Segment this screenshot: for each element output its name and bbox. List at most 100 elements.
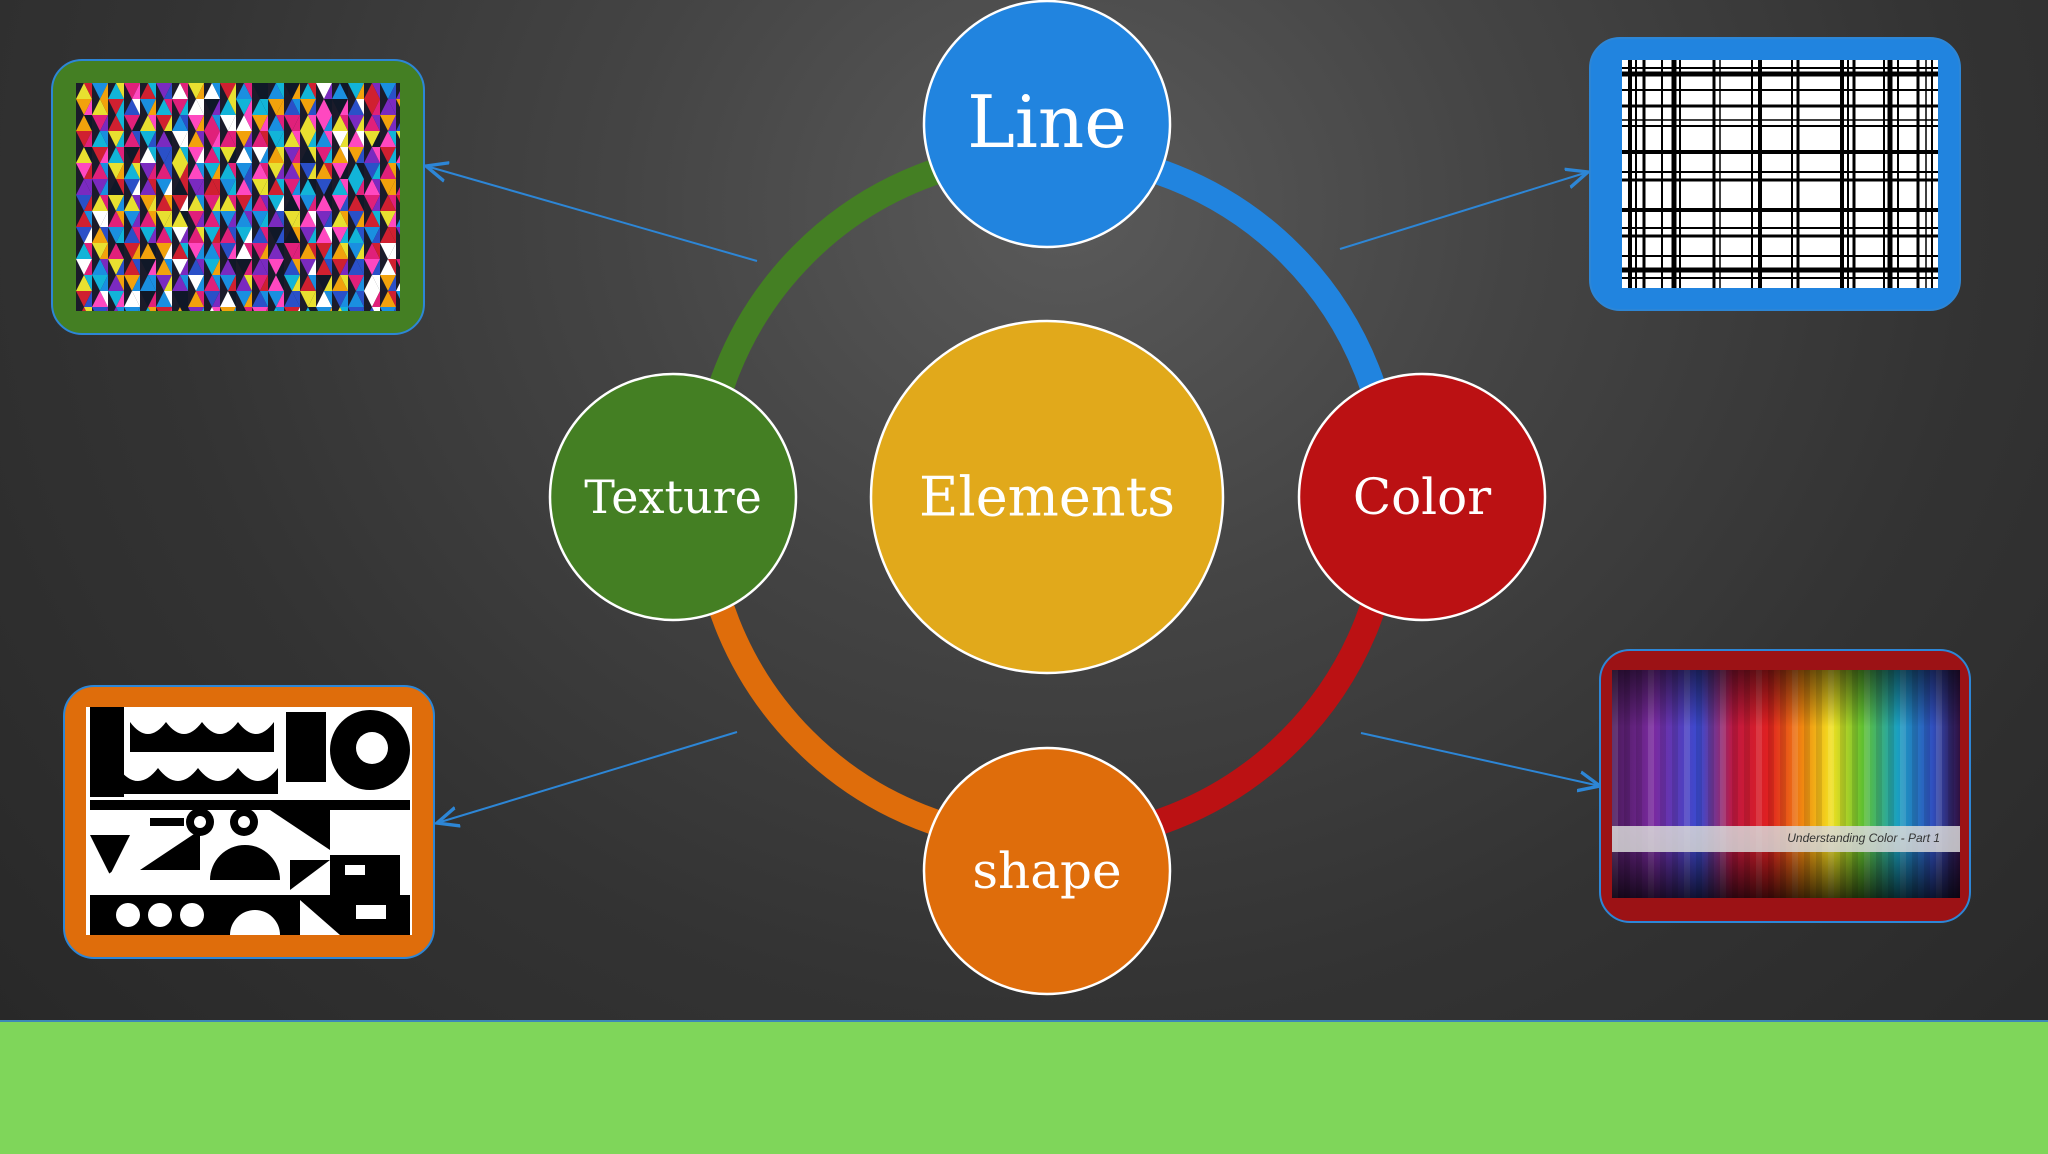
mosaic-tile — [348, 275, 364, 291]
mosaic-tile — [236, 115, 252, 131]
mosaic-tile — [396, 219, 400, 227]
mosaic-tile — [212, 227, 220, 243]
mosaic-tile — [188, 115, 204, 131]
mosaic-tile — [132, 243, 140, 259]
mosaic-tile — [180, 227, 188, 243]
mosaic-tile — [396, 91, 400, 99]
mosaic-tile — [380, 227, 396, 243]
mosaic-tile — [252, 195, 268, 211]
mosaic-tile — [76, 243, 92, 259]
mosaic-tile — [300, 147, 316, 163]
mosaic-tile — [388, 211, 396, 227]
mosaic-tile — [340, 291, 348, 307]
mosaic-tile — [268, 83, 284, 99]
mosaic-tile — [348, 259, 364, 275]
mosaic-tile — [132, 259, 140, 275]
mosaic-tile — [380, 147, 396, 163]
mosaic-tile — [260, 179, 268, 195]
mosaic-tile — [364, 227, 380, 243]
mosaic-tile — [316, 227, 332, 243]
mosaic-tile — [292, 83, 300, 99]
footer-band — [0, 1020, 2048, 1154]
mosaic-tile — [300, 163, 316, 179]
mosaic-tile — [212, 179, 220, 195]
mosaic-tile — [308, 243, 316, 259]
center-node: Elements — [869, 319, 1225, 675]
mosaic-tile — [188, 179, 204, 195]
mosaic-tile — [228, 131, 236, 147]
mosaic-tile — [164, 131, 172, 147]
mosaic-tile — [164, 243, 172, 259]
mosaic-tile — [380, 307, 396, 311]
mosaic-tile — [148, 291, 156, 307]
mosaic-tile — [212, 83, 220, 99]
mosaic-tile — [188, 243, 204, 259]
mosaic-tile — [324, 227, 332, 243]
mosaic-tile — [252, 275, 268, 291]
mosaic-tile — [236, 131, 252, 147]
mosaic-tile — [234, 307, 236, 311]
mosaic-tile — [148, 211, 156, 227]
mosaic-tile — [210, 307, 214, 311]
mosaic-tile — [316, 243, 332, 259]
mosaic-tile — [372, 227, 380, 243]
mosaic-tile — [244, 163, 252, 179]
mosaic-tile — [380, 99, 396, 115]
mosaic-tile — [340, 115, 348, 131]
mosaic-tile — [364, 291, 380, 307]
mosaic-tile — [92, 147, 108, 163]
mosaic-tile — [300, 227, 316, 243]
connector-color — [1360, 732, 1600, 786]
mosaic-tile — [276, 307, 284, 311]
mosaic-tile — [236, 195, 252, 211]
mosaic-tile — [84, 131, 92, 147]
mosaic-tile — [396, 195, 400, 203]
mosaic-tile — [394, 307, 396, 311]
mosaic-tile — [196, 115, 204, 131]
mosaic-tile — [228, 227, 236, 243]
mosaic-tile — [132, 179, 140, 195]
mosaic-tile — [388, 291, 396, 307]
mosaic-tile — [244, 227, 252, 243]
mosaic-tile — [348, 147, 364, 163]
mosaic-tile — [388, 131, 396, 147]
mosaic-tile — [252, 115, 268, 131]
mosaic-tile — [388, 115, 396, 131]
mosaic-tile — [252, 211, 268, 227]
mosaic-tile — [148, 131, 156, 147]
mosaic-tile — [340, 163, 348, 179]
mosaic-tile — [356, 83, 364, 99]
mosaic-tile — [76, 195, 92, 211]
mosaic-tile — [124, 227, 140, 243]
mosaic-tile — [100, 275, 108, 291]
mosaic-tile — [284, 83, 300, 99]
mosaic-tile — [196, 163, 204, 179]
mosaic-tile — [156, 259, 172, 275]
mosaic-tile — [140, 99, 156, 115]
mosaic-tile — [236, 227, 252, 243]
mosaic-tile — [204, 291, 220, 307]
mosaic-tile — [300, 195, 316, 211]
mosaic-tile — [372, 307, 380, 311]
mosaic-tile — [284, 179, 300, 195]
mosaic-tile — [124, 99, 140, 115]
mosaic-tile — [228, 115, 236, 131]
mosaic-tile — [340, 259, 348, 275]
mosaic-tile — [276, 179, 284, 195]
mosaic-tile — [84, 115, 92, 131]
mosaic-tile — [188, 275, 204, 291]
mosaic-tile — [172, 131, 188, 147]
mosaic-tile — [252, 131, 268, 147]
mosaic-tile — [92, 275, 108, 291]
mosaic-tile — [292, 259, 300, 275]
mosaic-tile — [100, 179, 108, 195]
mosaic-tile — [172, 179, 188, 195]
mosaic-tile — [108, 259, 124, 275]
mosaic-tile — [292, 291, 300, 307]
mosaic-tile — [244, 99, 252, 115]
mosaic-tile — [292, 195, 300, 211]
mosaic-tile — [332, 115, 348, 131]
mosaic-tile — [212, 147, 220, 163]
mosaic-tile — [332, 131, 348, 147]
